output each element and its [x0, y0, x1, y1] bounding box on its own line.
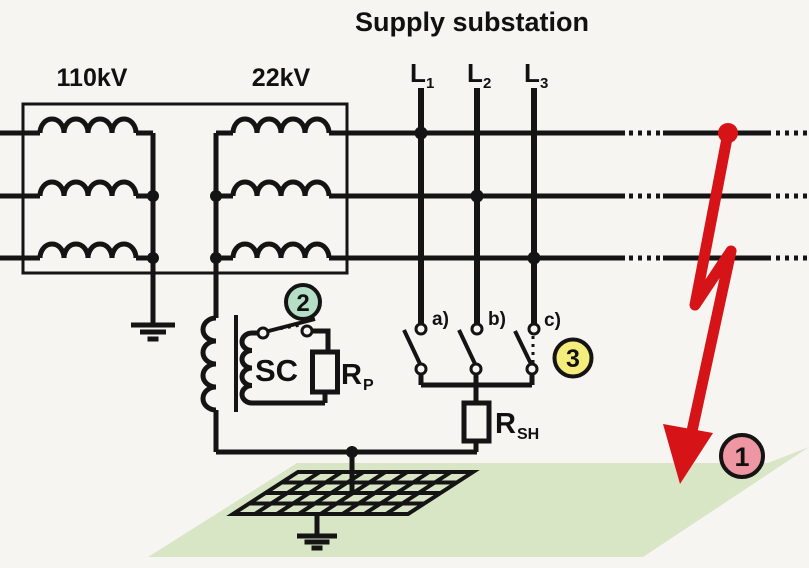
earthing-grid [226, 452, 480, 551]
marker-2: 2 [284, 283, 322, 321]
svg-text:L: L [524, 58, 540, 88]
parallel-resistor-label: R P [341, 359, 374, 394]
switch-2-dashes [271, 323, 302, 332]
winding-22kv-2 [230, 179, 332, 197]
grid-outline [226, 470, 480, 516]
switch-c-terminal-top [527, 322, 541, 336]
switch-b-terminal-top [470, 322, 484, 336]
shunt-resistor [461, 400, 492, 452]
svg-text:SH: SH [517, 426, 539, 443]
switch-b-blade [457, 329, 478, 367]
switch-c-blade [513, 330, 534, 367]
switch-a-blade [402, 329, 423, 367]
hv-star-point [131, 133, 175, 342]
suppression-coil-label: SC [255, 353, 298, 388]
feeder-l2-label: L 2 [467, 58, 491, 92]
svg-text:L: L [410, 58, 426, 88]
suppression-coil-primary [200, 315, 217, 413]
marker-1: 1 [719, 433, 765, 479]
feeder-l3-label: L 3 [524, 58, 548, 92]
svg-text:P: P [363, 377, 374, 394]
hv-voltage-label: 110kV [57, 64, 128, 92]
marker-3: 3 [552, 337, 594, 379]
switch-a-terminal-bottom [414, 362, 428, 376]
suppression-coil [234, 315, 340, 412]
coil-switch [256, 317, 316, 340]
marker-3-label: 3 [566, 345, 580, 373]
marker-2-label: 2 [296, 290, 309, 317]
switch-2-terminal-right [300, 324, 314, 338]
switch-c-terminal-bottom [525, 362, 539, 376]
grid-columns [253, 470, 453, 516]
svg-text:R: R [495, 408, 516, 440]
svg-text:1: 1 [426, 75, 434, 92]
switch-c-label: c) [544, 310, 561, 331]
feeder-l1-label: L 1 [410, 58, 434, 92]
switch-a-label: a) [432, 309, 449, 330]
svg-text:2: 2 [483, 75, 491, 92]
winding-22kv-3 [230, 241, 332, 259]
switch-b-terminal-bottom [469, 362, 483, 376]
winding-22kv-1 [230, 116, 332, 134]
lightning-arrowhead [663, 424, 713, 484]
switch-a-terminal-top [414, 322, 428, 336]
suppression-coil-secondary [239, 330, 253, 406]
winding-110kv-3 [37, 241, 139, 259]
bus-line-2 [0, 179, 809, 199]
winding-110kv-2 [37, 179, 139, 197]
switch-2-terminal-left [256, 326, 270, 340]
bus-line-3 [0, 241, 809, 261]
feeder-lines [418, 88, 537, 324]
transformer-box [21, 102, 349, 275]
ground-symbol-grid [297, 533, 337, 551]
marker-1-label: 1 [734, 442, 749, 472]
winding-110kv-1 [37, 116, 139, 134]
bus-line-1 [0, 116, 809, 136]
junction-dots [147, 126, 541, 458]
shunt-resistor-body [461, 400, 492, 444]
svg-text:L: L [467, 58, 483, 88]
page-title: Supply substation [355, 7, 589, 37]
ground-symbol-hv [131, 322, 175, 342]
svg-text:3: 3 [540, 75, 548, 92]
lv-voltage-label: 22kV [252, 64, 311, 92]
parallel-resistor-body [310, 349, 340, 395]
svg-text:R: R [341, 359, 362, 391]
switch-b-label: b) [488, 309, 506, 330]
shunt-resistor-label: R SH [495, 408, 539, 443]
lightning-fault-arrow [663, 123, 738, 484]
earth-surface [148, 447, 809, 557]
switch-bank [402, 322, 541, 403]
lightning-bolt [683, 131, 737, 447]
